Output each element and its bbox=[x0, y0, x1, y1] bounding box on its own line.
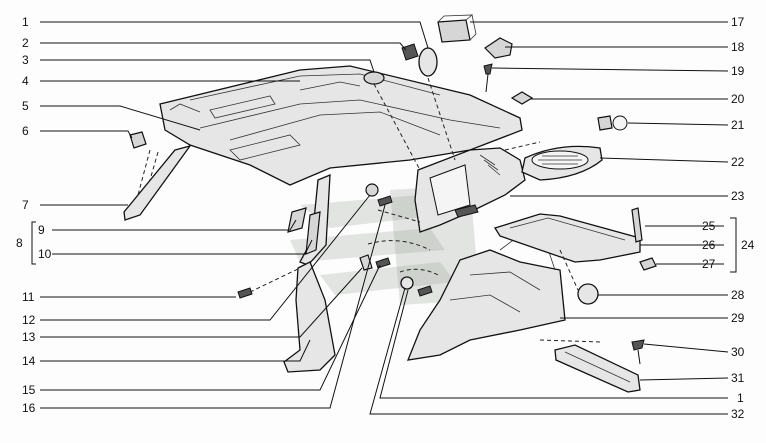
label-14: 14 bbox=[22, 354, 36, 368]
label-15: 15 bbox=[22, 383, 36, 397]
label-13: 13 bbox=[22, 330, 36, 344]
label-9: 9 bbox=[38, 223, 45, 237]
label-32: 32 bbox=[731, 407, 745, 421]
b-pillar-trim bbox=[283, 174, 336, 373]
label-31: 31 bbox=[731, 371, 745, 385]
label-21: 21 bbox=[731, 118, 745, 132]
label-23: 23 bbox=[731, 189, 745, 203]
label-4: 4 bbox=[22, 74, 29, 88]
label-1-right: 1 bbox=[737, 391, 744, 405]
label-7: 7 bbox=[22, 198, 29, 212]
label-3: 3 bbox=[22, 53, 29, 67]
label-1: 1 bbox=[22, 15, 29, 29]
label-10: 10 bbox=[38, 247, 52, 261]
rear-pillar-trim bbox=[414, 147, 526, 233]
leader-lines bbox=[31, 21, 429, 409]
label-6: 6 bbox=[22, 124, 29, 138]
label-16: 16 bbox=[22, 401, 36, 415]
label-24: 24 bbox=[741, 238, 755, 252]
a-pillar-trim bbox=[123, 144, 192, 221]
label-20: 20 bbox=[731, 92, 745, 106]
headliner-panel bbox=[159, 65, 523, 186]
label-30: 30 bbox=[731, 345, 745, 359]
sill-trim bbox=[554, 344, 641, 393]
label-27: 27 bbox=[702, 257, 716, 271]
label-2: 2 bbox=[22, 36, 29, 50]
label-25: 25 bbox=[702, 219, 716, 233]
label-12: 12 bbox=[22, 313, 36, 327]
label-26: 26 bbox=[702, 238, 716, 252]
label-8: 8 bbox=[16, 236, 23, 250]
label-11: 11 bbox=[22, 290, 35, 304]
assembly-lines bbox=[137, 77, 601, 343]
label-18: 18 bbox=[731, 40, 745, 54]
small-parts bbox=[129, 14, 657, 365]
label-29: 29 bbox=[731, 311, 745, 325]
parcel-shelf bbox=[494, 213, 641, 263]
label-22: 22 bbox=[731, 155, 745, 169]
label-28: 28 bbox=[731, 288, 745, 302]
label-17: 17 bbox=[731, 15, 745, 29]
label-19: 19 bbox=[731, 64, 745, 78]
side-trim-panel bbox=[406, 234, 566, 361]
leader-lines-right bbox=[369, 21, 737, 415]
speaker-grille bbox=[521, 145, 603, 181]
label-5: 5 bbox=[22, 99, 29, 113]
